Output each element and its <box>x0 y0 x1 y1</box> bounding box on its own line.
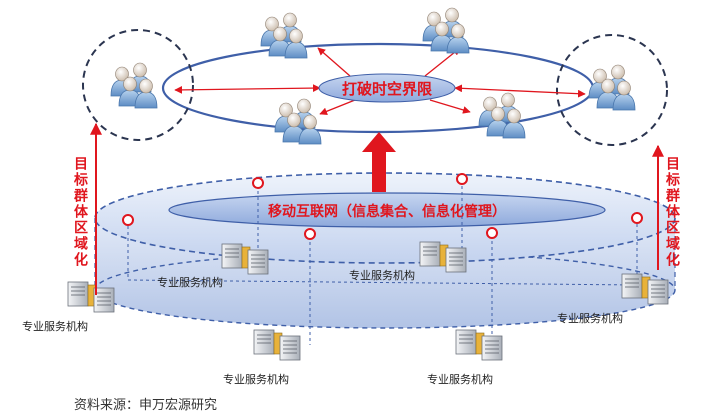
server-label: 专业服务机构 <box>157 275 223 289</box>
server-label: 专业服务机构 <box>223 372 289 386</box>
user-group-icon <box>261 13 307 58</box>
user-group-icon <box>589 65 635 110</box>
side-label-left: 目标群体区域化 <box>72 156 89 268</box>
mobile-internet-label: 移动互联网（信息集合、信息化管理） <box>268 203 506 220</box>
side-label-right: 目标群体区域化 <box>664 156 681 268</box>
ring-node-icon <box>252 177 264 189</box>
ring-node-icon <box>456 173 468 185</box>
user-group-icon <box>111 63 157 108</box>
server-label: 专业服务机构 <box>557 311 623 325</box>
user-group-icon <box>275 99 321 144</box>
server-label: 专业服务机构 <box>427 372 493 386</box>
break-limits-label: 打破时空界限 <box>342 80 432 98</box>
ring-node-icon <box>631 212 643 224</box>
connection-arrows <box>174 47 586 116</box>
mobile-internet-banner: 移动互联网（信息集合、信息化管理） <box>168 192 606 228</box>
server-labels: 专业服务机构 专业服务机构 专业服务机构 专业服务机构 专业服务机构 专业服务机… <box>22 268 623 386</box>
ring-node-icon <box>486 227 498 239</box>
user-group-icon <box>479 93 525 138</box>
source-note: 资料来源：申万宏源研究 <box>74 398 218 413</box>
server-label: 专业服务机构 <box>349 268 415 282</box>
server-icon <box>253 329 301 361</box>
server-label: 专业服务机构 <box>22 319 88 333</box>
up-arrow-icon <box>362 132 396 192</box>
ring-node-icon <box>122 214 134 226</box>
break-limits-ellipse: 打破时空界限 <box>318 73 456 103</box>
server-icon <box>455 329 503 361</box>
side-arrows <box>90 122 664 295</box>
ring-node-icon <box>304 228 316 240</box>
